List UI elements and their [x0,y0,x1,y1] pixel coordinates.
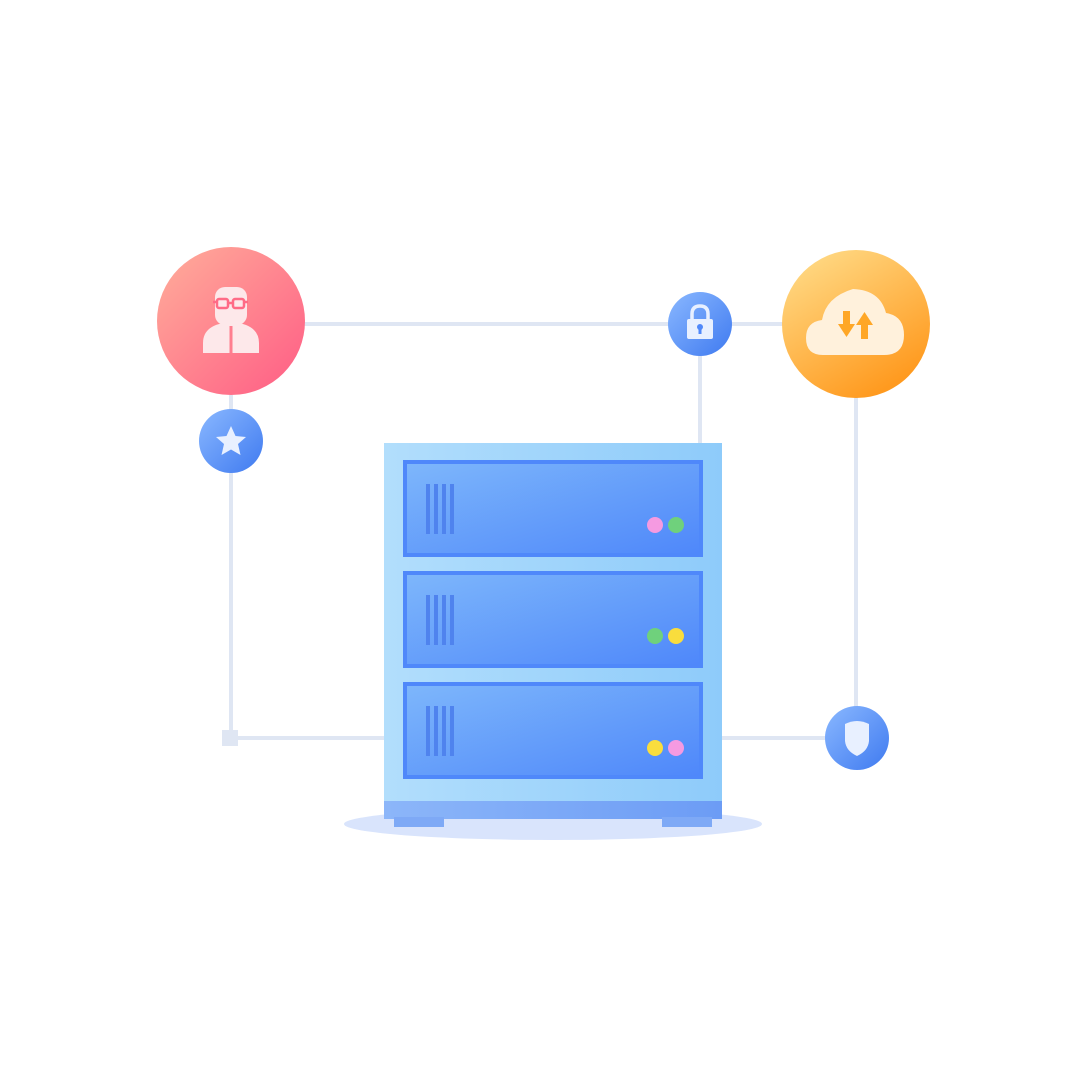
status-led [668,517,684,533]
vent-icon [426,706,454,756]
status-led [668,628,684,644]
user-avatar-icon [157,247,305,395]
status-led [647,740,663,756]
server-rack [384,443,722,827]
star-icon [199,409,263,473]
status-led [668,740,684,756]
lock-icon [668,292,732,356]
server-unit [403,682,703,779]
shield-icon [825,706,889,770]
cloud-sync-icon [782,250,930,398]
vent-icon [426,595,454,645]
server-foot-left [394,817,444,827]
server-unit [403,571,703,668]
connector-node [222,730,238,746]
server-foot-right [662,817,712,827]
server-unit [403,460,703,557]
vent-icon [426,484,454,534]
server-base [384,801,722,819]
status-led [647,517,663,533]
status-led [647,628,663,644]
